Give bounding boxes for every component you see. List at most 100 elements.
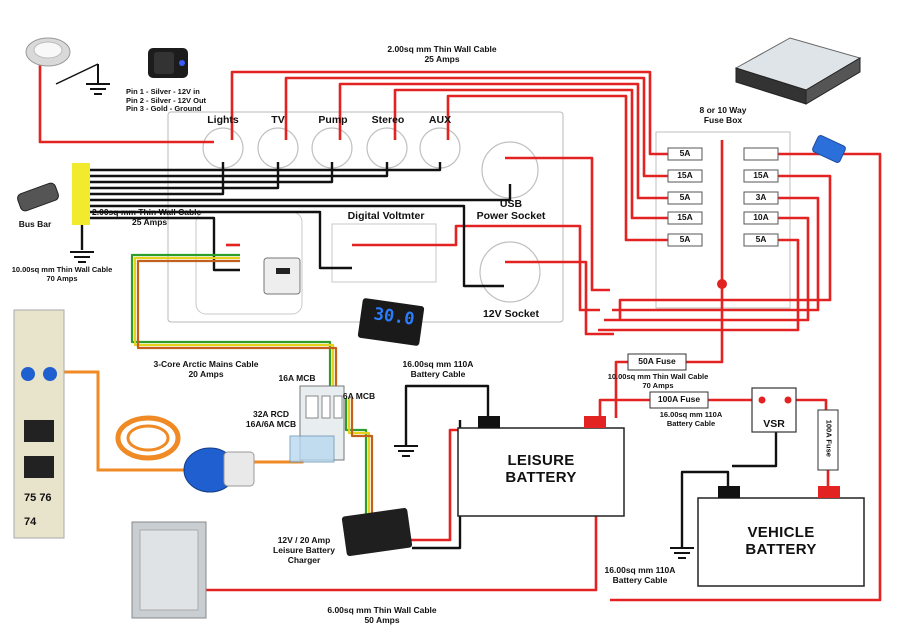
- fuse-right-3: 3A: [755, 192, 767, 202]
- fuse-50a-label: 50A Fuse: [638, 356, 676, 366]
- fuse-box-rows: [667, 147, 779, 247]
- fuse-100a-box: [649, 391, 709, 409]
- vehicle-battery-body: [697, 497, 865, 587]
- fuse-100a-vertical-label: 100A Fuse: [824, 419, 834, 457]
- wire-neg-4: [82, 162, 280, 190]
- wire-vsr-out: [796, 398, 828, 410]
- wire-vehicle-neg: [680, 470, 730, 548]
- vehicle-battery-pos-terminal: [818, 486, 840, 498]
- rocker-switch: [148, 48, 188, 78]
- wire-neg-5: [82, 162, 225, 196]
- fuse-right-5: 5A: [755, 234, 767, 244]
- wire-neg-3: [82, 162, 334, 184]
- wire-lamp: [38, 62, 214, 144]
- wire-leisure-neg: [404, 384, 490, 446]
- fuse-left-3: 5A: [679, 192, 691, 202]
- post-number-74: 74: [24, 516, 37, 528]
- blue-hookup-plug: [183, 447, 255, 493]
- wire-fuse-right-2: [618, 174, 832, 320]
- 12v-socket-circle: [479, 241, 541, 303]
- wire-neg-vm: [82, 210, 352, 270]
- led-lamp: [25, 37, 71, 67]
- switch-label-stereo: Stereo: [371, 114, 405, 126]
- wire-stereo-feed: [393, 88, 668, 220]
- fuse-right-4: 10A: [753, 212, 769, 222]
- cable-reel: [115, 415, 181, 461]
- 12v-socket-label: 12V Socket: [482, 308, 540, 320]
- wire-neg-1: [82, 162, 442, 172]
- fuse-100a-vertical-box: [817, 409, 839, 471]
- mcb-16a-label: 16A MCB: [278, 373, 316, 383]
- fuse-right-2: 15A: [753, 170, 769, 180]
- mains-cable: [130, 253, 374, 516]
- wire-fuse-right-5: [598, 238, 800, 332]
- fuse-100a-label: 100A Fuse: [657, 394, 701, 404]
- voltmeter-label: Digital Voltmter: [347, 210, 425, 222]
- wire-12v-socket: [505, 260, 614, 336]
- fuse-50a-box: [627, 353, 687, 371]
- wire-neg-2: [82, 162, 389, 178]
- fuse-left-1: 5A: [679, 148, 691, 158]
- fuse-left-4: 15A: [677, 212, 693, 222]
- bus-bar-yellow: [72, 163, 90, 225]
- fridge: [131, 521, 207, 619]
- switch-label-aux: AUX: [428, 114, 452, 126]
- wire-100a: [598, 398, 650, 420]
- ground-symbols: [70, 64, 694, 559]
- mcb-6a-label: 6A MCB: [342, 391, 376, 401]
- wire-voltmeter: [352, 224, 600, 312]
- leisure-battery-neg-terminal: [478, 416, 500, 428]
- blade-fuse-illustration: [812, 134, 846, 164]
- wire-pump-feed: [338, 82, 668, 200]
- wire-neg-socket: [82, 216, 240, 272]
- bus-bar-illustration: [17, 182, 59, 212]
- wire-lights-feed: [230, 70, 668, 156]
- switch-label-lights: Lights: [207, 114, 239, 126]
- bus-bar-label: Bus Bar: [18, 219, 52, 229]
- fuse-left-2: 15A: [677, 170, 693, 180]
- vsr-box: [751, 387, 797, 433]
- leisure-battery-pos-terminal: [584, 416, 606, 428]
- wire-usb: [505, 156, 610, 292]
- voltmeter-panel: [331, 223, 437, 283]
- mains-socket-illustration: [263, 257, 301, 295]
- wire-fuse-right-3: [612, 196, 820, 312]
- fuse-box-illustration: [734, 37, 862, 105]
- rcd-unit: [289, 385, 345, 463]
- wire-vsr-neg: [732, 432, 778, 468]
- fuse-left-5: 5A: [679, 234, 691, 244]
- leisure-battery-body: [457, 427, 625, 517]
- wire-neg-12v: [82, 204, 504, 288]
- voltmeter-device: [357, 298, 425, 346]
- post-number-75-76: 75 76: [24, 492, 52, 504]
- vehicle-battery-neg-terminal: [718, 486, 740, 498]
- hookup-cable: [44, 370, 188, 472]
- charger-device: [341, 507, 413, 557]
- wire-neg-usb: [82, 184, 512, 202]
- wire-aux-feed: [446, 94, 668, 242]
- fuse-junction: [717, 279, 727, 289]
- wire-fuse-right-4: [604, 216, 810, 322]
- switch-label-pump: Pump: [318, 114, 348, 126]
- switch-label-tv: TV: [271, 114, 285, 126]
- hookup-post: [13, 309, 65, 539]
- wire-leisure-neg2: [412, 420, 462, 550]
